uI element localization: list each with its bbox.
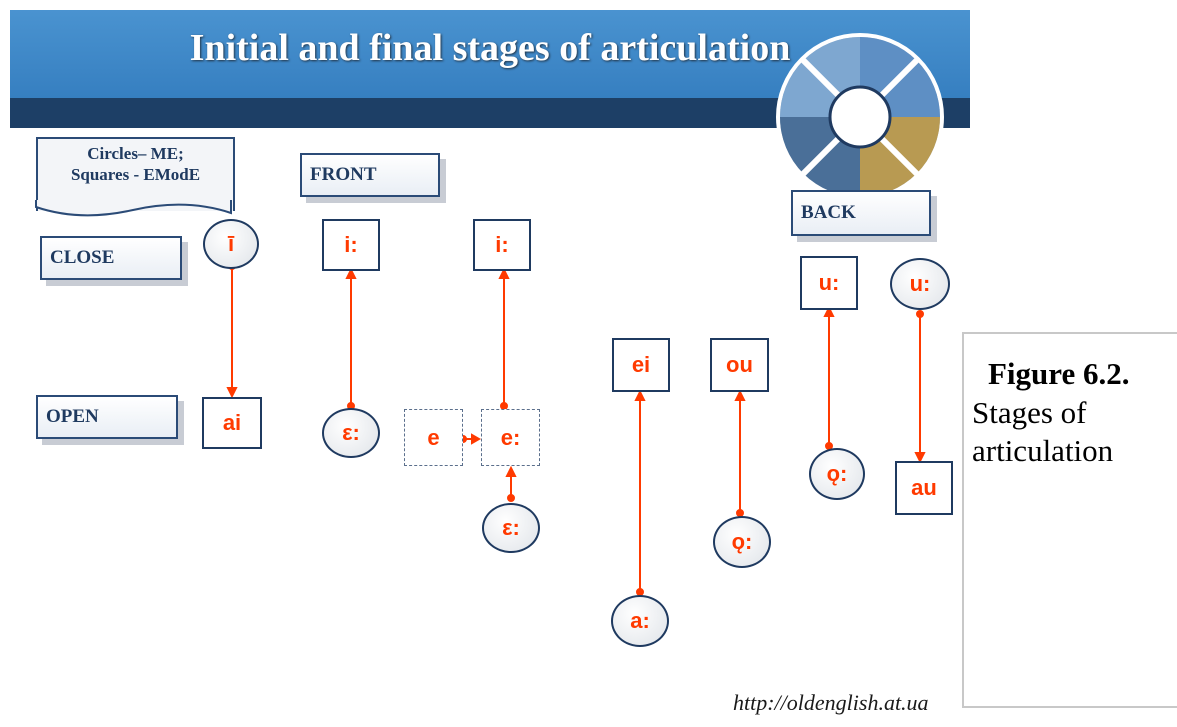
node-circle-o-long: ǫ: xyxy=(713,516,771,568)
node-square-i-long: i: xyxy=(322,219,380,271)
node-square-au: au xyxy=(895,461,953,515)
node-circle-i-long: ī xyxy=(203,219,259,269)
figure-number: Figure 6.2. xyxy=(988,356,1130,391)
node-circle-epsilon-long: ε: xyxy=(322,408,380,458)
label-close: CLOSE xyxy=(40,236,182,280)
legend-line-squares: Squares - EModE xyxy=(70,165,201,184)
node-square-u-long: u: xyxy=(800,256,858,310)
label-front: FRONT xyxy=(300,153,440,197)
node-circle-u-long: u: xyxy=(890,258,950,310)
figure-caption-box: Figure 6.2. Stages of articulation xyxy=(962,332,1177,708)
source-url: http://oldenglish.at.ua xyxy=(733,690,929,715)
label-open: OPEN xyxy=(36,395,178,439)
figure-caption: Stages of articulation xyxy=(972,395,1114,468)
legend-box: Circles– ME; Squares - EModE xyxy=(36,137,235,211)
node-square-ei: ei xyxy=(612,338,670,392)
node-circle-epsilon-long-2: ε: xyxy=(482,503,540,553)
node-square-i-long-2: i: xyxy=(473,219,531,271)
slide-title: Initial and final stages of articulation xyxy=(189,27,791,69)
legend-line-circles: Circles– ME; xyxy=(87,144,184,163)
node-circle-a-long: a: xyxy=(611,595,669,647)
label-back: BACK xyxy=(791,190,931,236)
node-square-ai: ai xyxy=(202,397,262,449)
node-circle-o-long-2: ǫ: xyxy=(809,448,865,500)
node-square-ou: ou xyxy=(710,338,769,392)
node-square-e-short: e xyxy=(404,409,463,466)
node-square-e-long: e: xyxy=(481,409,540,466)
emblem-icon xyxy=(776,33,944,201)
